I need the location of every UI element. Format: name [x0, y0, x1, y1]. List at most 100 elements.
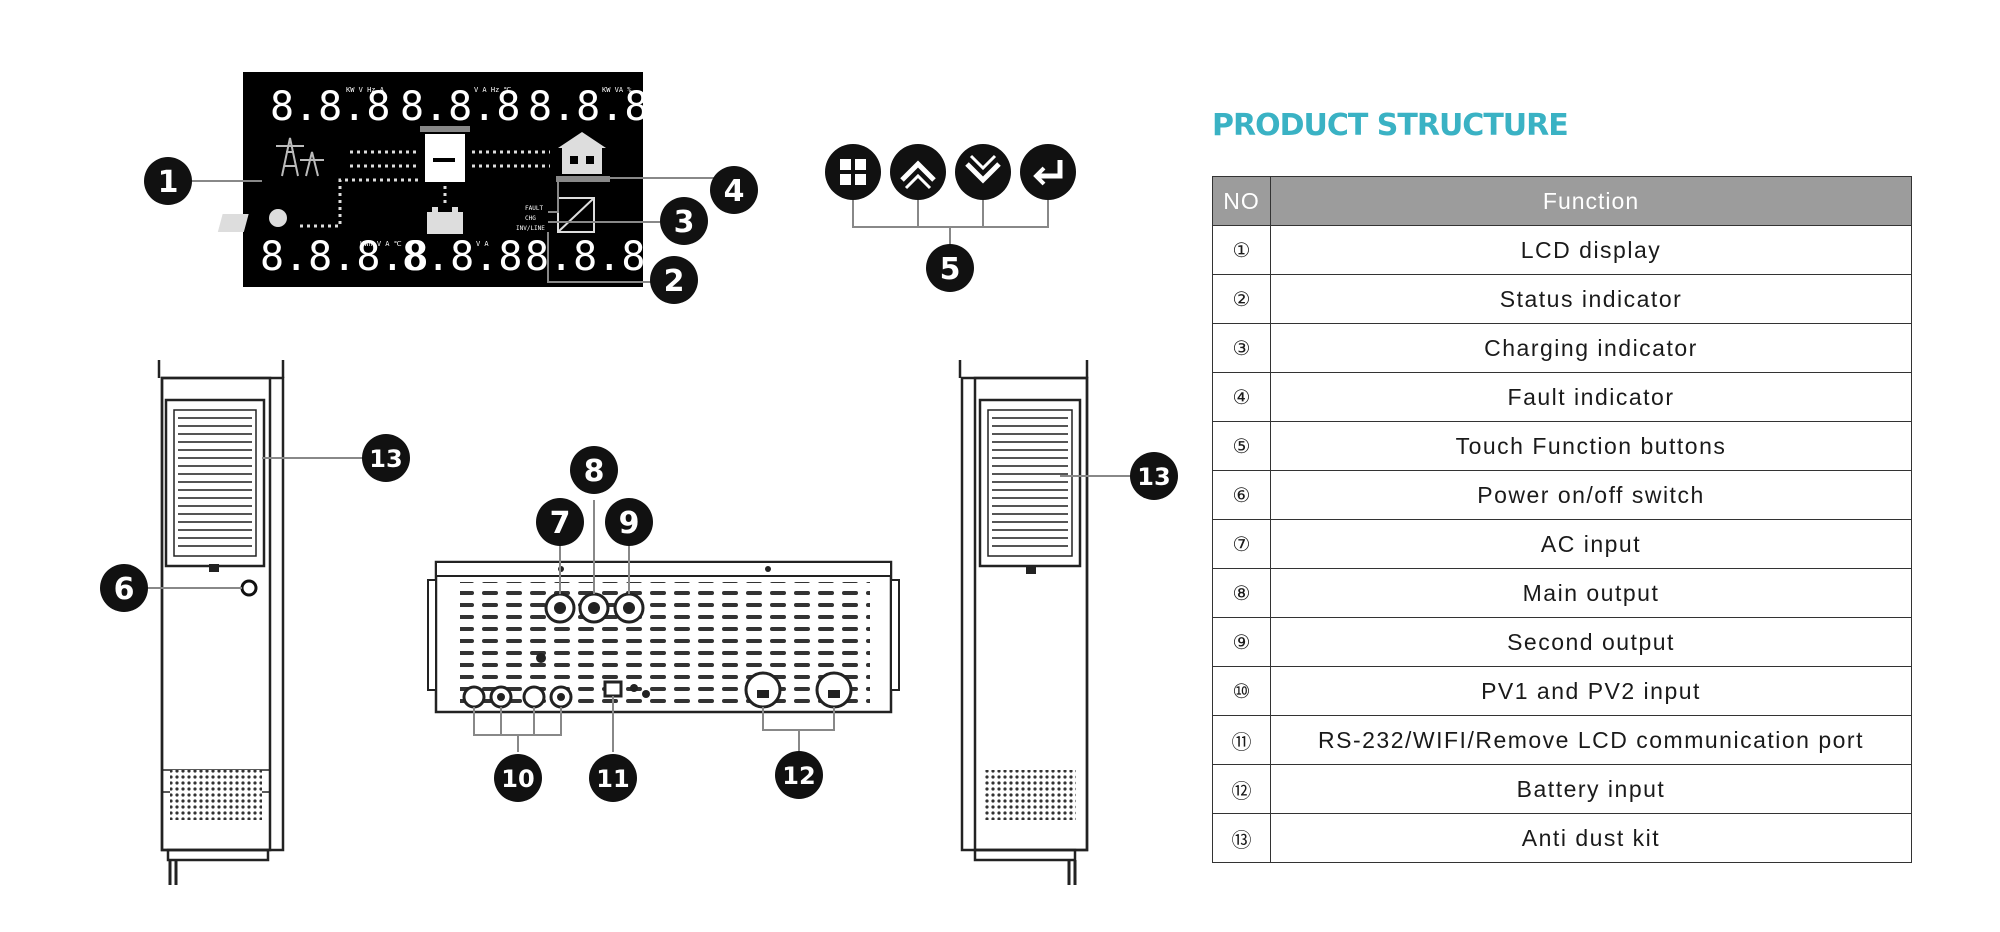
row-function: Anti dust kit [1270, 813, 1912, 863]
svg-text:6: 6 [114, 572, 135, 607]
svg-text:12: 12 [782, 762, 815, 790]
right-vent-grille [992, 417, 1068, 547]
grid-tower-icon [276, 137, 324, 177]
lcd-readout-bottom-left: 8.8.8.8 [260, 234, 429, 280]
indicator-label-inv-line: INV/LINE [516, 225, 545, 232]
row-number: ⑨ [1212, 617, 1271, 667]
ac-input-terminal-icon [544, 592, 576, 624]
row-function: Second output [1270, 617, 1912, 667]
row-function: PV1 and PV2 input [1270, 666, 1912, 716]
row-number: ⑩ [1212, 666, 1271, 716]
indicator-label-chg: CHG [525, 215, 536, 222]
main-output-terminal-icon [578, 592, 610, 624]
left-dust-mesh [170, 770, 262, 820]
lcd-readout-top-left: 8.8.8 [270, 84, 390, 130]
load-indicator-icon [557, 197, 595, 233]
row-function: Power on/off switch [1270, 470, 1912, 520]
menu-button-icon [825, 144, 881, 200]
row-function: AC input [1270, 519, 1912, 569]
battery-icon [427, 207, 463, 234]
lcd-units-top-center: V A Hz ℃ [474, 86, 512, 94]
row-number: ⑥ [1212, 470, 1271, 520]
touch-buttons [825, 144, 1076, 246]
header-no: NO [1212, 176, 1271, 226]
row-function: Charging indicator [1270, 323, 1912, 373]
lcd-display: 8.8.8 8.8.8 8.8.8 8.8.8.8 8.8.8 8.8.8 KW… [217, 72, 648, 287]
row-number: ② [1212, 274, 1271, 324]
callout-7: 7 [536, 498, 584, 546]
row-number: ④ [1212, 372, 1271, 422]
row-function: Touch Function buttons [1270, 421, 1912, 471]
row-function: Battery input [1270, 764, 1912, 814]
left-vent-grille [178, 417, 252, 547]
svg-text:3: 3 [674, 205, 695, 240]
callout-13-left: 13 [362, 434, 410, 482]
row-number: ⑪ [1212, 715, 1271, 765]
callout-13-right: 13 [1130, 452, 1178, 500]
callout-1: 1 [144, 157, 192, 205]
solar-panel-icon [217, 209, 287, 232]
table-header-row: NO Function [1212, 176, 1912, 226]
svg-text:9: 9 [619, 506, 640, 541]
row-function: Fault indicator [1270, 372, 1912, 422]
callout-10: 10 [494, 754, 542, 802]
svg-text:1: 1 [158, 165, 179, 200]
up-button-icon [890, 144, 946, 200]
lcd-readout-top-right: 8.8.8 [528, 84, 648, 130]
svg-text:10: 10 [501, 765, 534, 793]
lcd-units-top-left: KW V Hz A [346, 86, 385, 94]
svg-text:8: 8 [584, 454, 605, 489]
lcd-units-top-right: KW VA % [602, 86, 632, 94]
row-function: LCD display [1270, 225, 1912, 275]
svg-text:4: 4 [724, 174, 745, 209]
callout-12: 12 [775, 751, 823, 799]
callout-9: 9 [605, 498, 653, 546]
row-number: ③ [1212, 323, 1271, 373]
svg-text:13: 13 [369, 445, 402, 473]
indicator-label-fault: FAULT [525, 205, 543, 212]
header-function: Function [1270, 176, 1912, 226]
svg-text:2: 2 [664, 264, 685, 299]
second-output-terminal-icon [613, 592, 645, 624]
callout-2: 2 [650, 256, 698, 304]
row-number: ① [1212, 225, 1271, 275]
down-button-icon [955, 144, 1011, 200]
row-function: Status indicator [1270, 274, 1912, 324]
lcd-readout-top-center: 8.8.8 [400, 84, 520, 130]
svg-text:7: 7 [550, 506, 571, 541]
lcd-readout-bottom-right: 8.8.8 [525, 234, 645, 280]
lcd-units-bottom-center: V A [476, 240, 489, 248]
lcd-units-bottom-left: KWh V A ℃ [360, 240, 402, 248]
right-dust-mesh [984, 566, 1076, 820]
section-title: PRODUCT STRUCTURE [1212, 108, 1569, 143]
row-number: ⑬ [1212, 813, 1271, 863]
svg-text:11: 11 [596, 765, 629, 793]
row-number: ⑦ [1212, 519, 1271, 569]
bottom-view [427, 560, 900, 714]
callout-3: 3 [660, 197, 708, 245]
row-number: ⑧ [1212, 568, 1271, 618]
enter-button-icon [1020, 144, 1076, 200]
svg-text:13: 13 [1137, 463, 1170, 491]
svg-text:5: 5 [940, 252, 961, 287]
callout-4: 4 [710, 166, 758, 214]
row-number: ⑫ [1212, 764, 1271, 814]
callout-11: 11 [589, 754, 637, 802]
row-number: ⑤ [1212, 421, 1271, 471]
row-function: RS-232/WIFI/Remove LCD communication por… [1270, 715, 1912, 765]
callout-5: 5 [926, 244, 974, 292]
